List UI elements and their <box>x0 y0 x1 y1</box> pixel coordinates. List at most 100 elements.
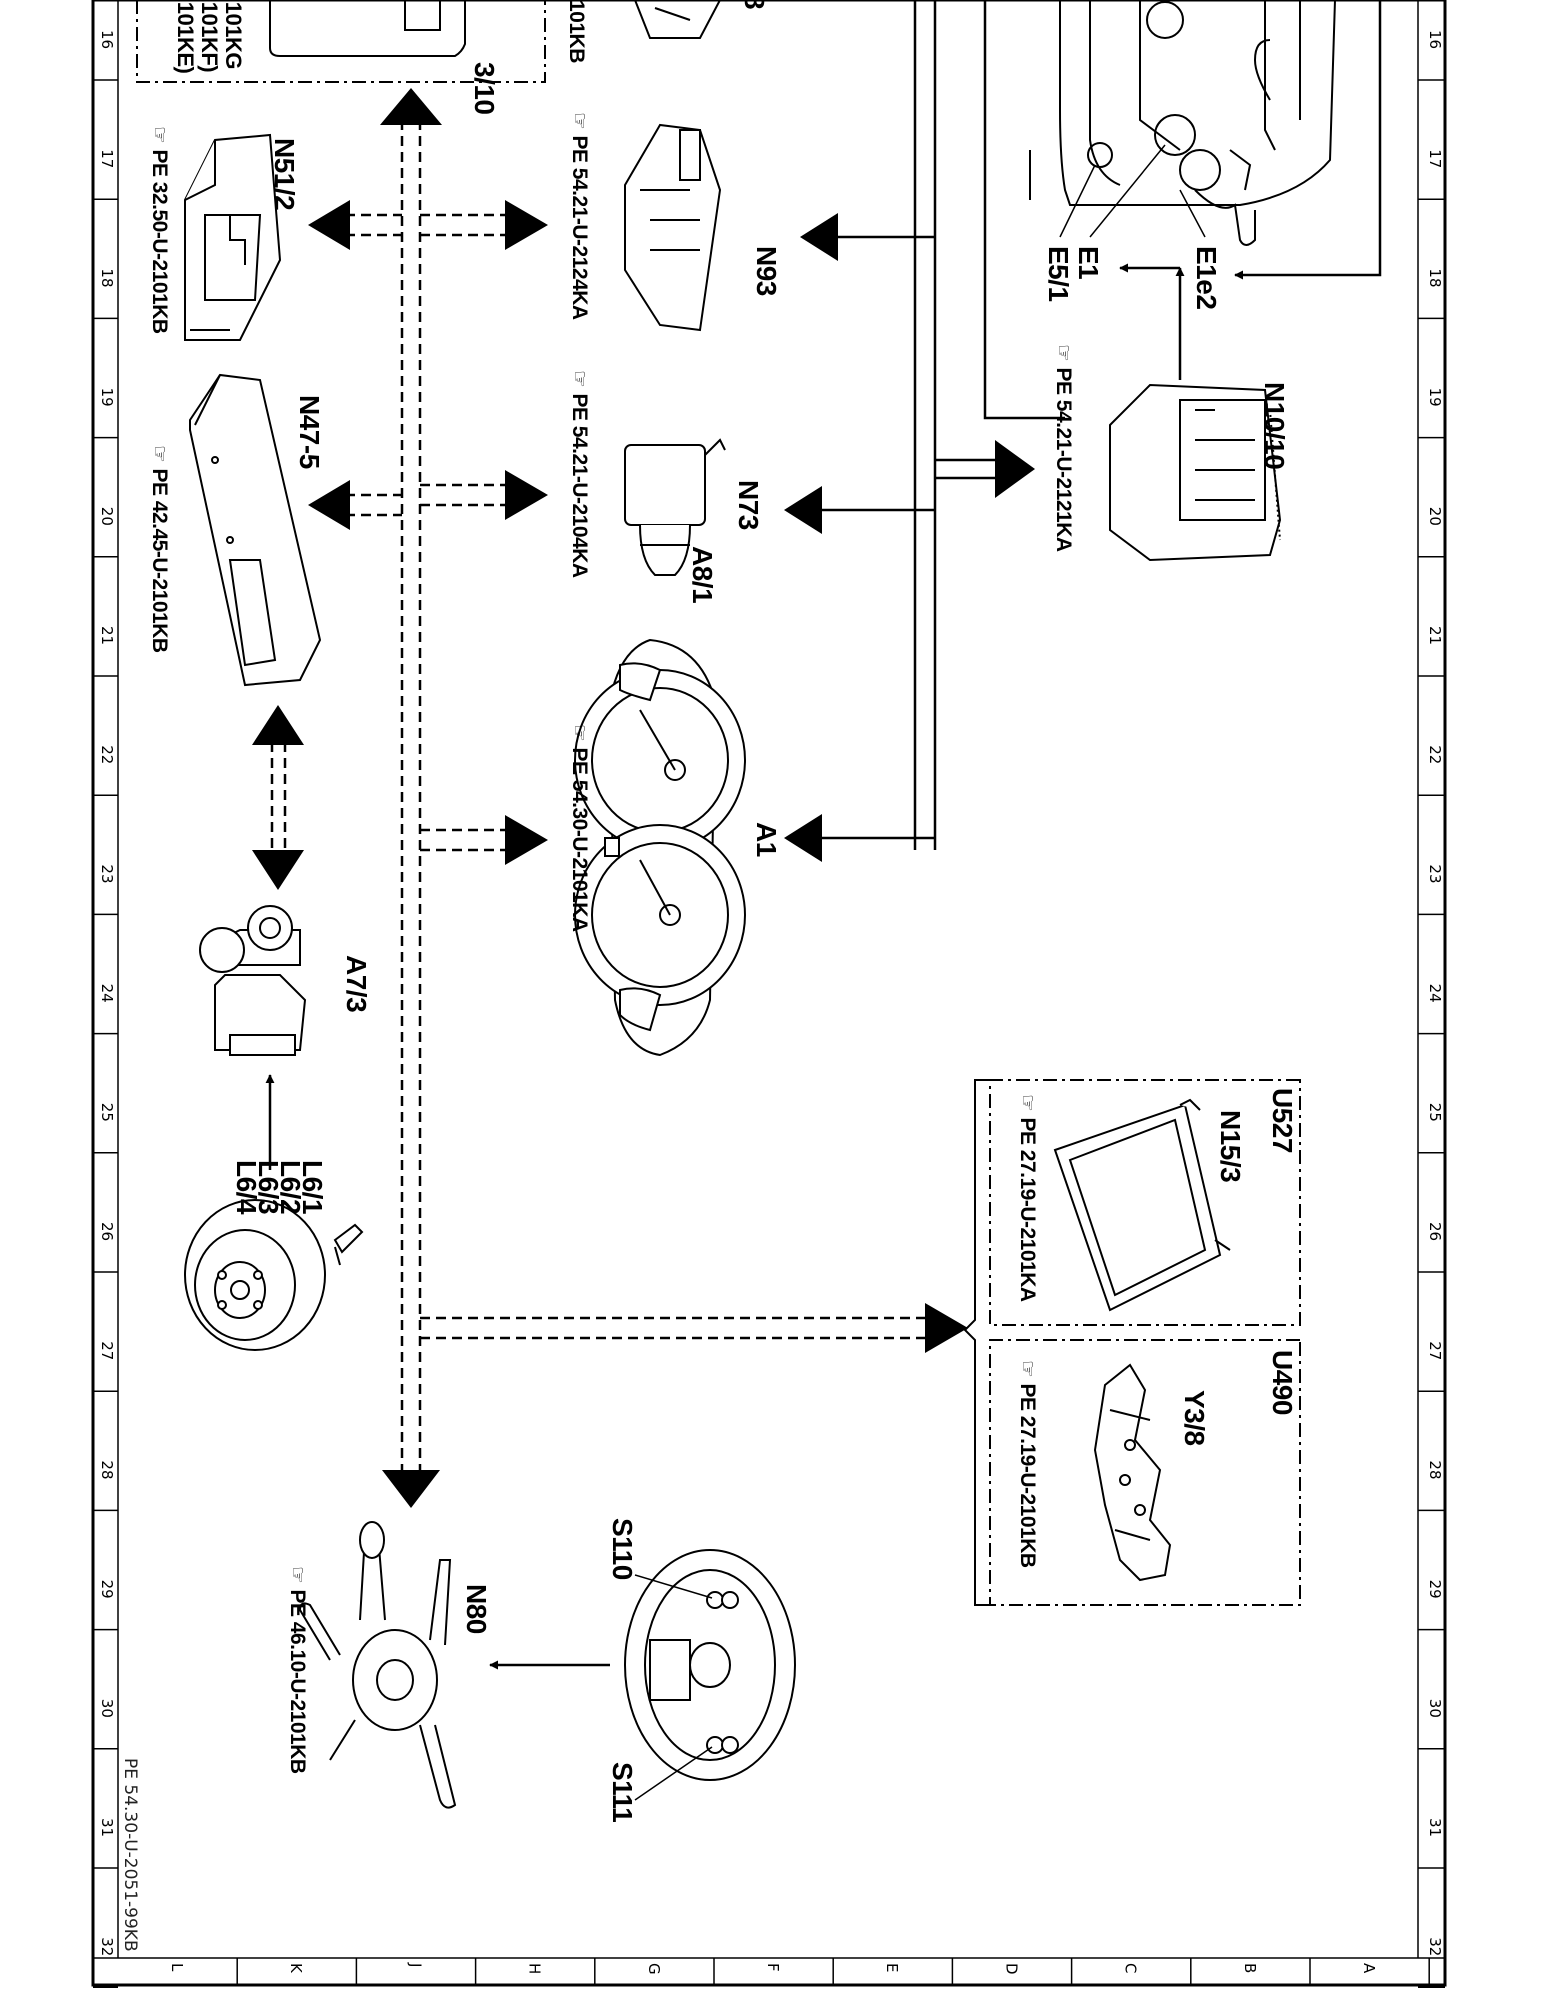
grid-row-label: H <box>525 1963 544 1975</box>
reference-hand-icon: ☞ <box>286 1566 310 1584</box>
partial-box-label: 3/10 <box>469 62 500 115</box>
y3-8-valve-body <box>1093 1363 1172 1582</box>
grid-column-label-right: 16 <box>1426 30 1444 50</box>
grid-row-label: J <box>406 1963 425 1968</box>
n80-ref: ☞PE 46.10-U-2101KB <box>286 1566 310 1774</box>
partial-ref-fragment: 101KB <box>565 0 588 63</box>
grid-column-label-left: 28 <box>98 1460 116 1480</box>
sheet-frame <box>91 0 1447 1987</box>
grid-column-label-left: 17 <box>98 149 116 169</box>
bus-arrows-dashed <box>252 88 968 1508</box>
grid-column-label-right: 31 <box>1426 1818 1444 1838</box>
reference-hand-icon: ☞ <box>148 445 172 463</box>
group-label-u527: U527 <box>1267 1088 1298 1153</box>
steering-wheel <box>624 1549 796 1781</box>
n10-10-ref: ☞PE 54.21-U-2121KA <box>1052 344 1076 552</box>
grid-row-label: C <box>1121 1963 1140 1974</box>
reference-hand-icon: ☞ <box>1016 1360 1040 1378</box>
n73-ref: ☞PE 54.21-U-2104KA <box>568 370 592 578</box>
s111-label: S111 <box>607 1762 638 1823</box>
reference-hand-icon: ☞ <box>568 724 592 742</box>
grid-column-label-left: 16 <box>98 30 116 50</box>
a1-instrument-cluster <box>574 638 746 1057</box>
partial-box-code-3: 2101KE) <box>173 0 198 74</box>
grid-column-label-right: 29 <box>1426 1579 1444 1599</box>
grid-ticks <box>93 79 1445 1988</box>
grid-column-label-right: 26 <box>1426 1222 1444 1242</box>
steering-leaders <box>634 1574 713 1801</box>
group-label-u490: U490 <box>1267 1350 1298 1415</box>
grid-row-label: E <box>883 1963 902 1973</box>
grid-column-label-right: 22 <box>1426 745 1444 765</box>
partial-box-code-1: 2101KG <box>221 0 246 69</box>
wheel-speed-disc <box>184 1199 364 1351</box>
partial-top-box <box>136 0 721 83</box>
n15-3-module <box>1053 1098 1231 1312</box>
grid-row-label: D <box>1002 1963 1021 1975</box>
n15-3-label: N15/3 <box>1215 1110 1246 1183</box>
grid-column-label-right: 28 <box>1426 1460 1444 1480</box>
grid-column-label-right: 23 <box>1426 864 1444 884</box>
a7-3-assembly <box>199 905 307 1056</box>
n80-column-module <box>298 1521 457 1809</box>
n93-label: N93 <box>751 246 782 296</box>
partial-box-code-2: 2101KF) <box>197 0 222 73</box>
headlamp-illustration <box>1029 0 1336 246</box>
grid-column-label-left: 29 <box>98 1579 116 1599</box>
lamp-label-e1: E1 <box>1073 246 1104 280</box>
n51-2-module <box>184 133 282 341</box>
sensor-label-l6-4: L6/4 <box>231 1160 262 1215</box>
n15-3-ref: ☞PE 27.19-U-2101KA <box>1016 1094 1040 1302</box>
n47-5-module <box>189 373 322 687</box>
s110-label: S110 <box>607 1518 638 1580</box>
grid-column-label-right: 21 <box>1426 626 1444 646</box>
n80-label: N80 <box>461 1584 492 1634</box>
reference-hand-icon: ☞ <box>568 370 592 388</box>
n73-switch <box>624 438 726 576</box>
grid-column-label-right: 18 <box>1426 268 1444 288</box>
grid-column-label-right: 25 <box>1426 1102 1444 1122</box>
grid-column-label-left: 26 <box>98 1222 116 1242</box>
grid-column-label-left: 31 <box>98 1818 116 1838</box>
grid-row-label: F <box>764 1963 782 1972</box>
n47-5-ref: ☞PE 42.45-U-2101KB <box>148 445 172 653</box>
a7-3-label: A7/3 <box>341 955 372 1013</box>
a1-label: A1 <box>751 822 782 857</box>
grid-column-label-right: 17 <box>1426 149 1444 169</box>
n10-10-label: N10/10 <box>1259 382 1290 470</box>
a1-ref: ☞PE 54.30-U-2101KA <box>568 724 592 932</box>
n51-2-ref: ☞PE 32.50-U-2101KB <box>148 126 172 334</box>
grid-column-label-left: 19 <box>98 387 116 407</box>
lamp-label-e1e2: E1e2 <box>1191 246 1222 310</box>
grid-row-label: L <box>168 1963 186 1972</box>
n93-module <box>624 123 722 332</box>
reference-hand-icon: ☞ <box>1016 1094 1040 1112</box>
grid-column-label-right: 32 <box>1426 1937 1444 1957</box>
grid-column-label-left: 24 <box>98 983 116 1003</box>
partial-label-fragment: 8 <box>739 0 770 10</box>
grid-row-label: G <box>644 1963 663 1975</box>
grid-column-label-left: 23 <box>98 864 116 884</box>
bus-arrows-solid <box>784 213 1035 862</box>
grid-column-label-right: 19 <box>1426 387 1444 407</box>
grid-column-label-left: 30 <box>98 1698 116 1718</box>
group-brackets <box>963 1079 990 1606</box>
n73-label: N73 <box>733 480 764 530</box>
grid-column-label-right: 30 <box>1426 1698 1444 1718</box>
grid-row-label: K <box>287 1963 306 1973</box>
reference-hand-icon: ☞ <box>148 126 172 144</box>
a8-1-label: A8/1 <box>687 546 718 604</box>
y3-8-label: Y3/8 <box>1179 1390 1210 1446</box>
grid-column-label-left: 18 <box>98 268 116 288</box>
grid-column-label-left: 22 <box>98 745 116 765</box>
n51-2-label: N51/2 <box>269 138 300 211</box>
document-id: PE 54.30-U-2051-99KB <box>120 1758 140 1952</box>
n93-ref: ☞PE 54.21-U-2124KA <box>568 112 592 320</box>
grid-row-label: A <box>1360 1963 1378 1974</box>
bus-lines-dashed <box>270 120 930 1480</box>
bus-lines-solid <box>822 0 1000 850</box>
grid-column-label-left: 32 <box>98 1937 116 1957</box>
headlamp-leaders <box>1059 144 1206 238</box>
